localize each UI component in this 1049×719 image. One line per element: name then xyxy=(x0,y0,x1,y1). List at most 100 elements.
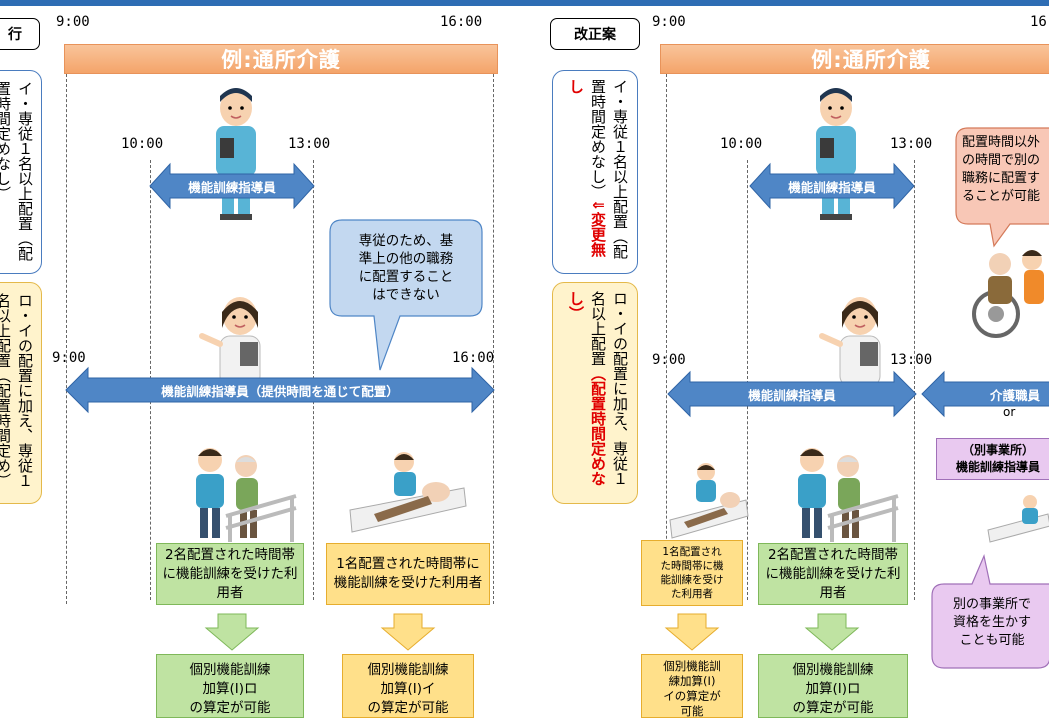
right-time-label-9: 9:00 xyxy=(652,14,686,30)
right-small-yellow-result-line-2: 練加算(Ⅰ) xyxy=(668,674,716,688)
right-time-label-13: 13:00 xyxy=(890,136,933,152)
right-pink-line-1: 配置時間以外 xyxy=(962,135,1041,150)
left-green-box-text: 2名配置された時間帯に機能訓練を受けた利用者 xyxy=(162,546,298,601)
left-yellow-box: 1名配置された時間帯に機能訓練を受けた利用者 xyxy=(326,543,490,605)
right-female-trainer-illustration xyxy=(819,297,881,387)
right-small-yellow-result: 個別機能訓 練加算(Ⅰ) イの算定が 可能 xyxy=(641,654,743,718)
right-small-yellow-box: 1名配置され た時間帯に機 能訓練を受け た利用者 xyxy=(641,540,743,606)
right-box-i-red: ⇓変更無し xyxy=(567,79,607,257)
trainer-arrow-10-13 xyxy=(149,162,315,210)
time-label-10: 10:00 xyxy=(121,136,164,152)
right-green-result-line-3: の算定が可能 xyxy=(792,700,874,716)
time-label-13: 13:00 xyxy=(288,136,331,152)
example-banner-label: 例:通所介護 xyxy=(221,48,341,72)
other-office-illustration xyxy=(987,495,1049,543)
left-green-result-line-3: の算定が可能 xyxy=(189,700,271,716)
left-yellow-result-line-1: 個別機能訓練 xyxy=(367,662,449,678)
right-green-down-arrow xyxy=(804,613,860,651)
right-trainer-arrow-9-13-label: 機能訓練指導員 xyxy=(748,387,836,403)
current-tag-label: 行 xyxy=(8,27,22,43)
right-small-yellow-line-2: た時間帯に機 xyxy=(660,560,724,572)
right-pink-line-2: の時間で別の xyxy=(962,153,1041,168)
right-guide-9 xyxy=(666,74,667,604)
right-box-i-main: イ・専従１名以上配置 xyxy=(611,79,629,229)
right-green-result: 個別機能訓練 加算(Ⅰ)ロ の算定が可能 xyxy=(758,654,908,718)
time-label-16b: 16:00 xyxy=(452,350,495,366)
right-pink-bubble xyxy=(955,127,1049,248)
trainer-arrow-full-day-label: 機能訓練指導員（提供時間を通じて配置） xyxy=(161,383,399,399)
left-bubble-line-4: はできない xyxy=(372,287,440,303)
wheelchair-illustration xyxy=(972,250,1044,338)
right-small-yellow-line-3: 能訓練を受け xyxy=(660,574,724,586)
right-purple-bubble xyxy=(931,554,1049,669)
time-label-9: 9:00 xyxy=(56,14,90,30)
right-time-label-16: 16:00 xyxy=(1030,14,1049,30)
right-time-label-13b: 13:00 xyxy=(890,352,933,368)
current-tag: 行 xyxy=(0,18,40,50)
right-guide-13 xyxy=(914,160,915,600)
right-trainer-arrow-9-13 xyxy=(667,370,917,418)
revision-tag: 改正案 xyxy=(550,18,640,50)
right-rehab-bed-illustration xyxy=(669,463,749,539)
trainer-arrow-full-day xyxy=(65,366,495,414)
right-example-banner: 例:通所介護 xyxy=(660,44,1049,74)
right-guide-10 xyxy=(747,160,748,600)
right-green-box: 2名配置された時間帯に機能訓練を受けた利用者 xyxy=(758,543,908,605)
header-rule xyxy=(0,0,1049,6)
time-label-16: 16:00 xyxy=(440,14,483,30)
right-pink-bubble-text: 配置時間以外 の時間で別の 職務に配置す ることが可能 xyxy=(958,134,1049,206)
left-speech-bubble xyxy=(329,219,483,371)
right-box-ro-main: ロ・イの配置に加え、 xyxy=(611,291,629,441)
care-staff-arrow xyxy=(921,370,1049,418)
time-label-9b: 9:00 xyxy=(52,350,86,366)
female-trainer-illustration xyxy=(199,297,261,387)
right-example-banner-label: 例:通所介護 xyxy=(811,48,931,72)
other-office-line-2: 機能訓練指導員 xyxy=(955,460,1040,474)
left-bubble-line-2: 準上の他の職務 xyxy=(358,251,454,267)
left-yellow-result-line-3: の算定が可能 xyxy=(367,700,449,716)
condition-box-i: イ・専従１名以上配置（配置時間定めなし） xyxy=(0,70,42,274)
left-green-down-arrow xyxy=(204,613,260,651)
right-pink-line-3: 職務に配置す xyxy=(962,171,1041,186)
right-small-yellow-line-1: 1名配置され xyxy=(662,546,722,558)
other-office-line-1: （別事業所） xyxy=(961,443,1034,457)
left-bubble-line-1: 専従のため、基 xyxy=(358,233,454,249)
right-small-yellow-line-4: た利用者 xyxy=(671,588,713,600)
right-yellow-down-arrow xyxy=(664,613,720,651)
left-yellow-box-text: 1名配置された時間帯に機能訓練を受けた利用者 xyxy=(333,556,483,591)
right-pink-line-4: ることが可能 xyxy=(962,189,1041,204)
right-box-i-sub: （配置時間定めなし） xyxy=(589,79,629,259)
right-condition-box-i: イ・専従１名以上配置（配置時間定めなし）⇓変更無し xyxy=(552,70,638,274)
right-green-result-line-1: 個別機能訓練 xyxy=(792,662,874,678)
left-yellow-down-arrow xyxy=(380,613,436,651)
left-green-result: 個別機能訓練 加算(Ⅰ)ロ の算定が可能 xyxy=(156,654,304,718)
right-trainer-arrow-10-13 xyxy=(749,162,915,210)
right-purple-line-3: ことも可能 xyxy=(959,633,1025,648)
trainer-arrow-10-13-label: 機能訓練指導員 xyxy=(188,179,276,195)
right-green-result-line-2: 加算(Ⅰ)ロ xyxy=(805,681,861,697)
condition-box-ro: ロ・イの配置に加え、専従１名以上配置（配置時間定め） xyxy=(0,282,42,504)
left-bubble-line-3: に配置すること xyxy=(358,269,454,285)
left-yellow-result: 個別機能訓練 加算(Ⅰ)イ の算定が可能 xyxy=(342,654,474,718)
left-yellow-result-line-2: 加算(Ⅰ)イ xyxy=(380,681,436,697)
other-office-box: （別事業所） 機能訓練指導員 xyxy=(936,438,1049,480)
right-box-ro-sub: 専従１名以上配置 xyxy=(589,291,629,486)
left-green-result-line-1: 個別機能訓練 xyxy=(189,662,271,678)
left-speech-bubble-text: 専従のため、基 準上の他の職務 に配置すること はできない xyxy=(332,232,480,304)
or-label: or xyxy=(1003,405,1016,419)
guide-16 xyxy=(493,74,494,604)
right-rehab-walking-illustration xyxy=(798,448,899,542)
right-purple-bubble-text: 別の事業所で 資格を生かす ことも可能 xyxy=(936,596,1048,650)
right-condition-box-ro: ロ・イの配置に加え、専従１名以上配置（配置時間定めなし） xyxy=(552,282,638,504)
right-small-yellow-result-line-1: 個別機能訓 xyxy=(663,659,721,673)
guide-9 xyxy=(66,74,67,604)
right-purple-line-2: 資格を生かす xyxy=(952,615,1031,630)
care-staff-arrow-label: 介護職員 xyxy=(989,387,1040,403)
example-banner: 例:通所介護 xyxy=(64,44,498,74)
left-green-box: 2名配置された時間帯に機能訓練を受けた利用者 xyxy=(156,543,304,605)
right-small-yellow-result-line-4: 可能 xyxy=(680,704,704,718)
rehab-bed-illustration xyxy=(349,452,467,533)
right-purple-line-1: 別の事業所で xyxy=(952,597,1031,612)
left-green-result-line-2: 加算(Ⅰ)ロ xyxy=(202,681,258,697)
right-small-yellow-result-line-3: イの算定が xyxy=(663,689,721,703)
